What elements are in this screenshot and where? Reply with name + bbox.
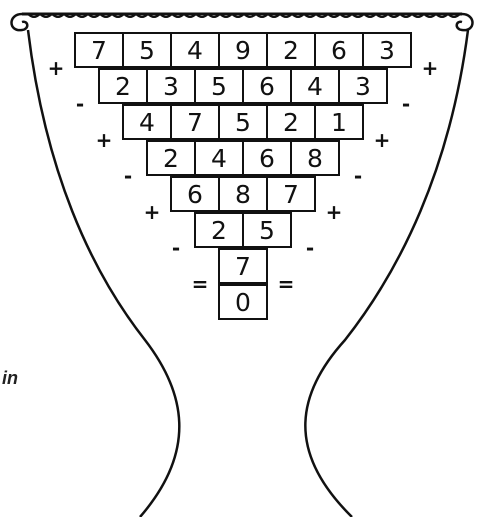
operator-left: + [46, 56, 66, 80]
pyramid-cell: 6 [314, 32, 364, 68]
operator-right: + [324, 200, 344, 224]
pyramid-cell: 8 [218, 176, 268, 212]
pyramid-cell: 2 [194, 212, 244, 248]
pyramid-cell: 5 [194, 68, 244, 104]
operator-right: = [276, 272, 296, 296]
rod-scroll-left [12, 14, 28, 30]
operator-right: + [372, 128, 392, 152]
operator-right: + [420, 56, 440, 80]
pyramid-cell: 2 [98, 68, 148, 104]
pyramid-cell: 6 [170, 176, 220, 212]
operator-right: - [348, 164, 368, 188]
pyramid-cell: 6 [242, 140, 292, 176]
pyramid-cell: 4 [170, 32, 220, 68]
pyramid-cell: 2 [266, 32, 316, 68]
pyramid-cell: 9 [218, 32, 268, 68]
pyramid-cell: 5 [218, 104, 268, 140]
pyramid-cell: 5 [122, 32, 172, 68]
pyramid-cell: 5 [242, 212, 292, 248]
operator-left: + [142, 200, 162, 224]
operator-left: + [94, 128, 114, 152]
pyramid-cell: 4 [194, 140, 244, 176]
operator-right: - [396, 92, 416, 116]
pyramid-cell: 2 [266, 104, 316, 140]
pyramid-cell: 3 [362, 32, 412, 68]
pyramid-cell: 4 [290, 68, 340, 104]
rod-scroll-right [457, 14, 473, 30]
pyramid-cell: 1 [314, 104, 364, 140]
operator-left: - [118, 164, 138, 188]
pyramid-cell: 6 [242, 68, 292, 104]
pyramid-cell: 8 [290, 140, 340, 176]
operator-right: - [300, 236, 320, 260]
pyramid-cell: 7 [170, 104, 220, 140]
side-label: in [2, 368, 18, 389]
operator-left: - [70, 92, 90, 116]
pyramid-cell: 3 [146, 68, 196, 104]
operator-left: - [166, 236, 186, 260]
pyramid-cell: 7 [266, 176, 316, 212]
pyramid-cell: 4 [122, 104, 172, 140]
pyramid-cell: 2 [146, 140, 196, 176]
pyramid-cell: 7 [74, 32, 124, 68]
pyramid-cell: 0 [218, 284, 268, 320]
operator-left: = [190, 272, 210, 296]
pyramid-cell: 7 [218, 248, 268, 284]
pyramid-cell: 3 [338, 68, 388, 104]
